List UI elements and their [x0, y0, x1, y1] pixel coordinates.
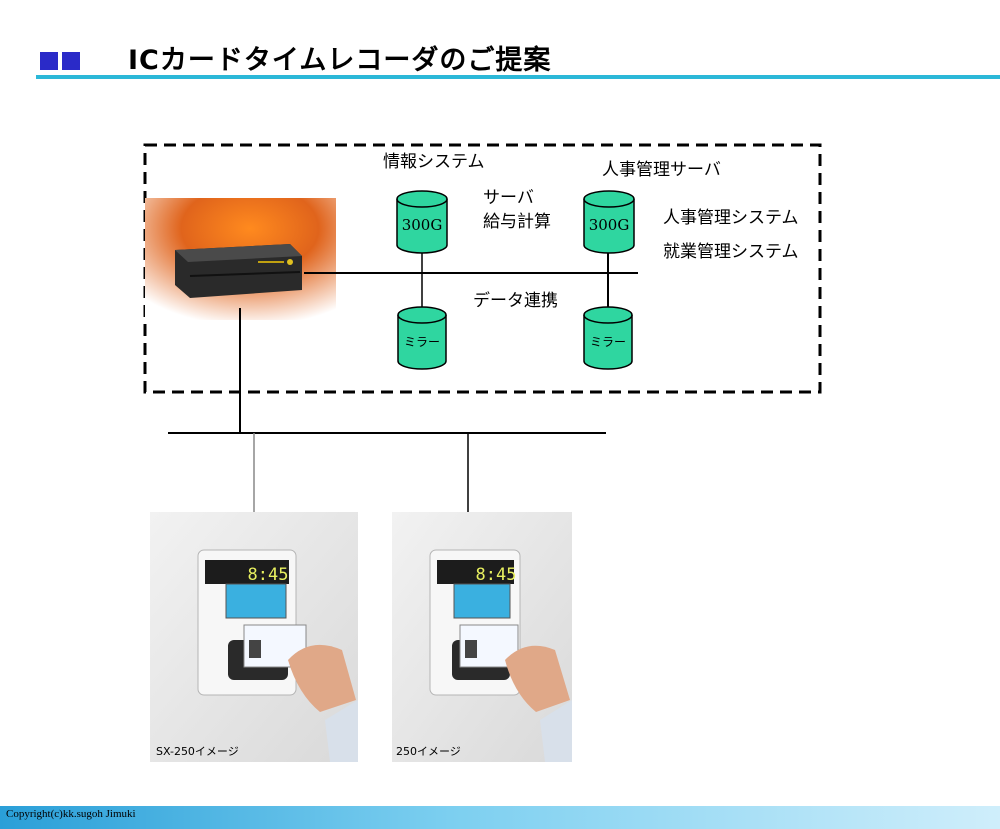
storage-capacity-label-1: 300G — [402, 216, 443, 234]
attendance-system-label: 就業管理システム — [663, 242, 799, 262]
title-marker-square-1 — [40, 52, 58, 70]
hr-server-label: 人事管理サーバ — [602, 160, 721, 180]
terminal-caption-2: 250イメージ — [396, 745, 461, 758]
payroll-label: 給与計算 — [483, 212, 551, 232]
storage-cylinder-2: 300G — [583, 190, 635, 254]
copyright-text: Copyright(c)kk.sugoh Jimuki — [6, 808, 136, 820]
info-system-label: 情報システム — [383, 152, 485, 172]
mirror-cylinder-1: ミラー — [397, 306, 447, 370]
storage-cylinder-1: 300G — [396, 190, 448, 254]
mirror-cylinder-2: ミラー — [583, 306, 633, 370]
terminal-caption-1: SX-250イメージ — [156, 745, 239, 758]
server-photo — [145, 198, 336, 320]
page-title: ICカードタイムレコーダのご提案 — [128, 45, 552, 76]
title-underline — [36, 75, 1000, 79]
terminal-photo-2: 8:45 250イメージ — [392, 512, 572, 762]
terminal-clock-1: 8:45 — [248, 565, 289, 585]
title-marker-square-2 — [62, 52, 80, 70]
terminal-clock-2: 8:45 — [476, 565, 517, 585]
terminal-photo-1: 8:45 SX-250イメージ — [150, 512, 358, 762]
footer-bar — [0, 806, 1000, 829]
hr-system-label: 人事管理システム — [663, 208, 799, 228]
data-link-label: データ連携 — [473, 291, 558, 311]
mirror-label-2: ミラー — [590, 335, 626, 349]
server-label: サーバ — [483, 188, 534, 208]
mirror-label-1: ミラー — [404, 335, 440, 349]
storage-capacity-label-2: 300G — [589, 216, 630, 234]
